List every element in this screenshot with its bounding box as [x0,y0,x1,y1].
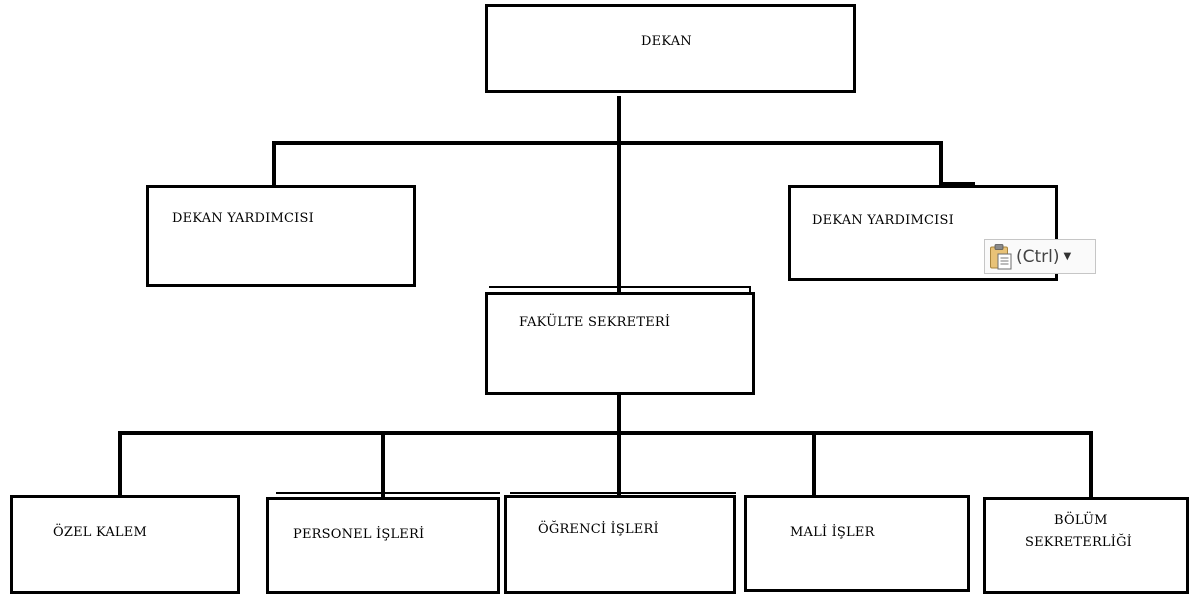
vice-dean-left-box: DEKAN YARDIMCISI [146,185,416,287]
clipboard-icon [989,243,1013,271]
connector-units-bar [118,431,1093,435]
connector-unit-drop-1 [118,431,122,497]
connector-right-vice-drop [939,141,943,187]
unit-private-office-box: ÖZEL KALEM [10,495,240,594]
connector-unit-drop-2 [381,431,385,497]
faculty-secretary-box: FAKÜLTE SEKRETERİ [485,292,755,395]
unit-student-label: ÖĞRENCİ İŞLERİ [538,522,659,537]
paste-options-label: (Ctrl) [1016,246,1060,267]
unit-department-secretariat-box: BÖLÜM SEKRETERLİĞİ [983,497,1189,594]
unit-personnel-shadow-top [276,492,500,494]
vice-dean-right-label: DEKAN YARDIMCISI [812,213,954,228]
connector-dean-trunk [617,96,621,294]
dropdown-caret-icon: ▼ [1063,251,1072,262]
faculty-secretary-label: FAKÜLTE SEKRETERİ [519,315,671,330]
connector-secretary-trunk [617,393,621,436]
unit-department-secretariat-label-1: BÖLÜM [1054,513,1108,528]
connector-unit-drop-4 [812,431,816,497]
connector-unit-drop-5 [1089,431,1093,497]
dean-label: DEKAN [641,34,692,49]
connector-left-vice-drop [272,141,276,187]
vice-dean-left-label: DEKAN YARDIMCISI [172,211,314,226]
unit-department-secretariat-label-2: SEKRETERLİĞİ [1025,535,1133,550]
secretary-box-shadow-top [489,286,751,288]
unit-financial-label: MALİ İŞLER [790,525,875,540]
connector-right-vice-stub [939,182,975,185]
unit-personnel-label: PERSONEL İŞLERİ [293,527,425,542]
unit-student-box: ÖĞRENCİ İŞLERİ [504,495,736,594]
connector-unit-drop-3 [617,431,621,497]
paste-options-button[interactable]: (Ctrl) ▼ [984,239,1096,274]
unit-private-office-label: ÖZEL KALEM [53,525,147,540]
unit-financial-box: MALİ İŞLER [744,495,970,592]
unit-student-shadow-top [510,492,736,494]
dean-box: DEKAN [485,4,856,93]
connector-vice-dean-bar [272,141,943,145]
unit-personnel-box: PERSONEL İŞLERİ [266,497,500,594]
